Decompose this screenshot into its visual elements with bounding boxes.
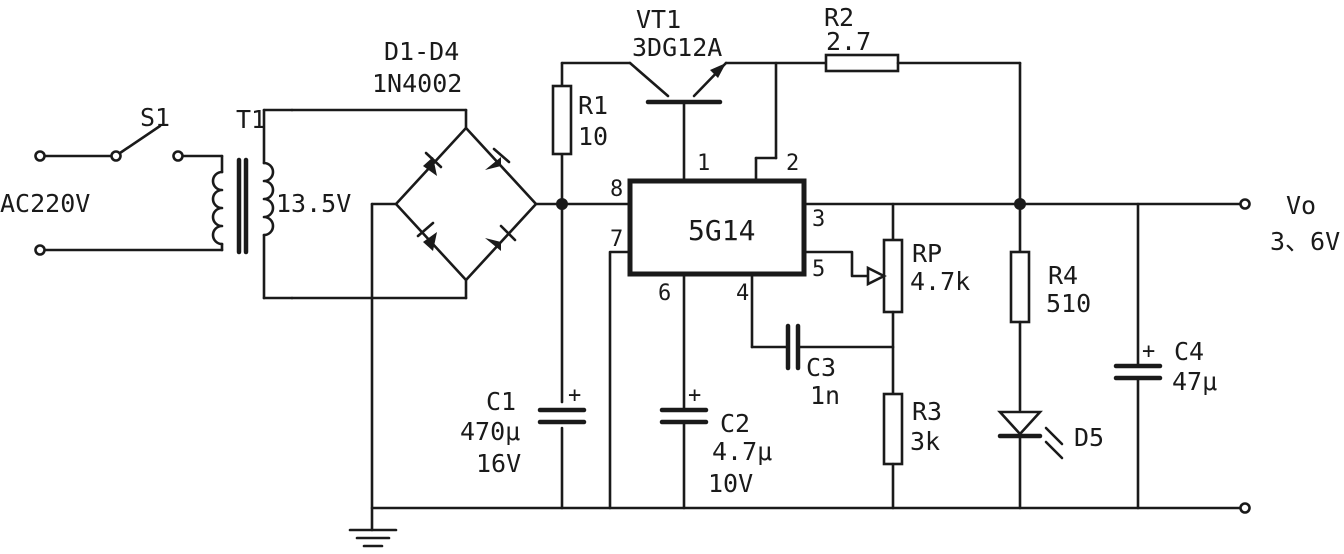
rp-name-label: RP [912, 239, 942, 268]
capacitor-c2: + C2 4.7μ 10V [659, 272, 772, 510]
led-d5: D5 [997, 410, 1104, 510]
capacitor-c3: C3 1n [750, 272, 895, 410]
transistor-part-label: 3DG12A [632, 33, 722, 62]
output-range-label: 3、6V [1270, 227, 1340, 256]
pin8-label: 8 [610, 177, 623, 202]
pin5-label: 5 [812, 257, 825, 282]
r1-value-label: 10 [578, 122, 608, 151]
output-name-label: Vo [1286, 191, 1316, 220]
ac-input-terminal-bottom [34, 244, 46, 256]
input-node [534, 61, 632, 510]
pin4-label: 4 [736, 281, 749, 306]
ac-input-terminal-top [34, 150, 46, 162]
svg-text:+: + [568, 383, 581, 408]
c1-voltage-label: 16V [476, 449, 521, 478]
diode-d1 [423, 151, 443, 176]
r2-name-label: R2 [824, 3, 854, 32]
c4-name-label: C4 [1174, 337, 1204, 366]
capacitor-c1: + C1 470μ 16V [460, 383, 587, 478]
diode-d2 [485, 147, 511, 170]
output-rail: Vo 3、6V [802, 191, 1340, 256]
transformer-t1: T1 13.5V [211, 105, 351, 300]
c4-value-label: 47μ [1172, 367, 1217, 396]
diode-d4 [485, 224, 517, 251]
c1-name-label: C1 [486, 387, 516, 416]
switch-s1: S1 [110, 103, 224, 162]
svg-text:+: + [1142, 339, 1155, 364]
pin6-label: 6 [658, 281, 671, 306]
potentiometer-rp: RP 4.7k [802, 202, 970, 396]
pin2-label: 2 [786, 151, 799, 176]
d5-name-label: D5 [1074, 423, 1104, 452]
ic-5g14: 5G14 1 2 3 4 5 6 7 8 [610, 151, 825, 306]
pin1-label: 1 [697, 151, 710, 176]
pin7-wire [608, 250, 632, 510]
r3-value-label: 3k [910, 427, 940, 456]
bridge-part-label: 1N4002 [372, 69, 462, 98]
capacitor-c4: + C4 47μ [1113, 202, 1217, 510]
r2-value-label: 2.7 [826, 27, 871, 56]
ac-source-label: AC220V [0, 189, 90, 218]
output-terminal-positive [1239, 198, 1251, 210]
r1-name-label: R1 [578, 91, 608, 120]
bridge-name-label: D1-D4 [384, 37, 459, 66]
svg-text:+: + [688, 383, 701, 408]
c3-name-label: C3 [806, 353, 836, 382]
c2-value-label: 4.7μ [712, 437, 772, 466]
ground-rail [348, 202, 1251, 548]
switch-label: S1 [140, 103, 170, 132]
resistor-r3: R3 3k [882, 392, 942, 510]
resistor-r1: R1 10 [551, 84, 608, 156]
resistor-r4: R4 510 [1009, 202, 1091, 412]
bridge-rectifier: D1-D4 1N4002 [290, 37, 538, 300]
c1-value-label: 470μ [460, 417, 520, 446]
output-terminal-negative [1239, 502, 1251, 514]
transistor-vt1: VT1 3DG12A [560, 5, 728, 182]
pin3-label: 3 [812, 207, 825, 232]
pin7-label: 7 [610, 227, 623, 252]
transistor-name-label: VT1 [636, 5, 681, 34]
c3-value-label: 1n [810, 381, 840, 410]
r4-name-label: R4 [1048, 261, 1078, 290]
c2-name-label: C2 [720, 409, 750, 438]
resistor-r2: R2 2.7 [724, 3, 1022, 206]
diode-d3 [416, 221, 437, 251]
transformer-label: T1 [236, 105, 266, 134]
secondary-voltage-label: 13.5V [276, 189, 351, 218]
r3-name-label: R3 [912, 397, 942, 426]
ac-input: AC220V [0, 150, 224, 256]
ic-name-label: 5G14 [688, 214, 755, 247]
rp-value-label: 4.7k [910, 267, 970, 296]
r4-value-label: 510 [1046, 289, 1091, 318]
c2-voltage-label: 10V [708, 469, 753, 498]
